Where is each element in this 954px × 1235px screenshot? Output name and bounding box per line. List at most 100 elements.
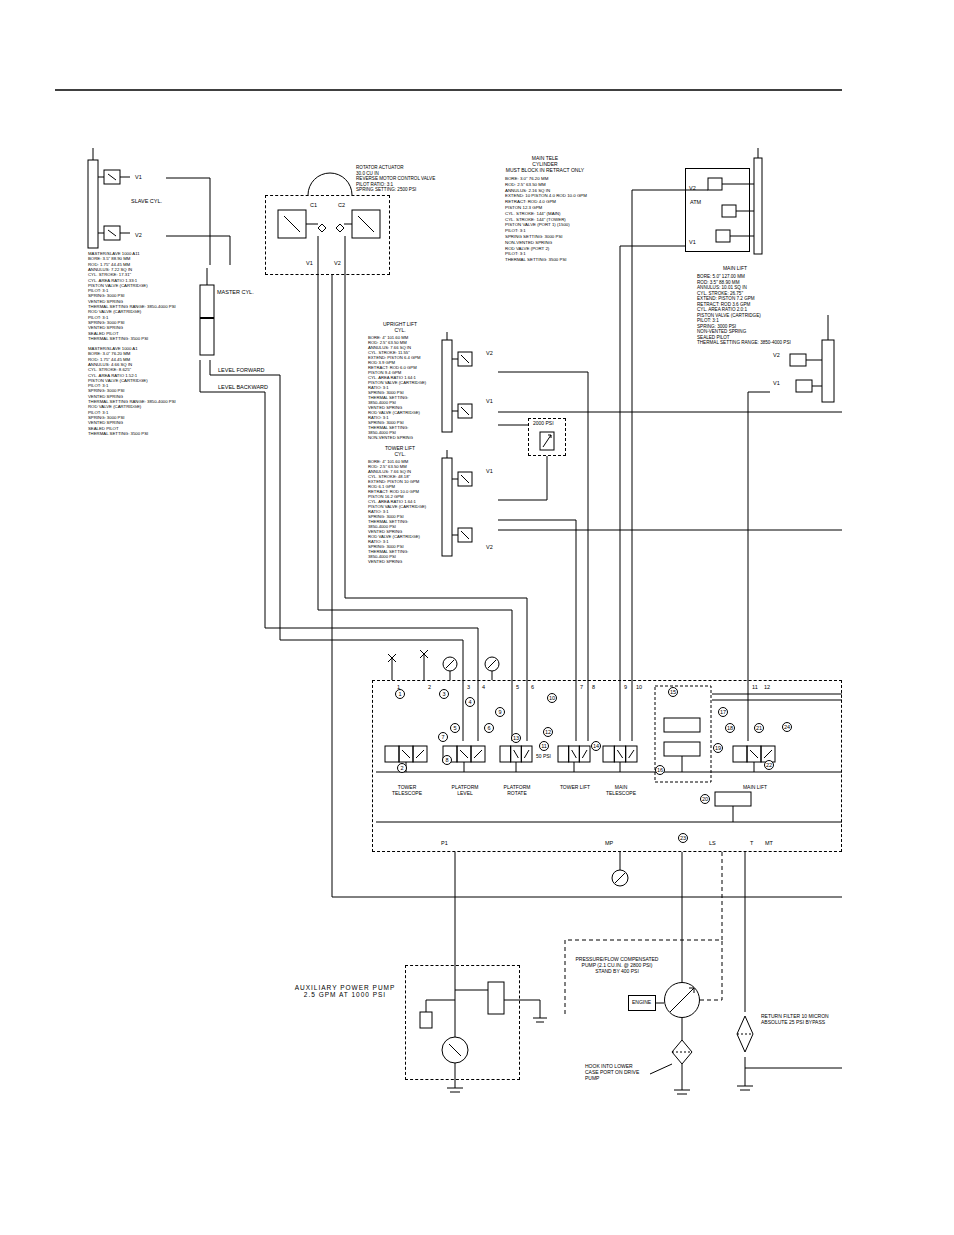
auxiliary-pump: AUXILIARY POWER PUMP 2.5 GPM AT 1000 PSI	[405, 965, 520, 1080]
valve-symbol	[402, 750, 424, 758]
node-label: 6	[531, 684, 534, 690]
node-label: MAIN TELESCOPE	[605, 785, 637, 797]
callout-number: 12	[543, 727, 553, 737]
valve-symbol	[620, 762, 621, 772]
rotator-symbol	[345, 236, 346, 275]
slave-cylinder-symbol	[98, 177, 104, 178]
slave-cylinder-symbol	[88, 160, 98, 248]
slave-cylinder-symbol	[108, 174, 116, 236]
node-label: V1	[306, 260, 313, 266]
capped-port	[388, 650, 428, 680]
valve-bank-line	[664, 742, 700, 756]
slave-cylinder-symbol	[88, 148, 130, 248]
part-title: MUST BLOCK IN RETRACT ONLY	[506, 168, 584, 174]
valve-symbol	[733, 746, 747, 762]
valve-symbol	[460, 750, 482, 758]
spec-text: MASTER/SLAVE 1000 A11	[88, 252, 140, 257]
spec-text: NON-VENTED SPRING	[368, 436, 413, 441]
spec-text: EXTEND: 10 PISTON 4.0 ROD 10.0 GPM	[505, 193, 587, 198]
line-label: LEVEL BACKWARD	[217, 384, 269, 390]
callout-number: 14	[591, 741, 601, 751]
spec-text: CYL. STROKE: 144" (MAIN)	[505, 211, 560, 216]
valve-symbol	[385, 746, 399, 762]
main-lift-cylinder-symbol	[806, 360, 822, 361]
valve-bank-line	[682, 756, 683, 772]
control-valve: TOWER TELESCOPE	[381, 741, 433, 801]
upright-lift-cylinder-symbol	[442, 340, 452, 432]
spec-text: VENTED SPRING	[88, 395, 123, 400]
valve-bank-line	[712, 694, 842, 695]
node-label: V1	[773, 380, 780, 386]
spec-text: VENTED SPRING	[368, 560, 402, 565]
part-title: MAIN TELE	[532, 156, 558, 162]
valve-symbol	[574, 762, 575, 772]
main-lift-cylinder: V2V1	[770, 348, 842, 404]
node-label: PLATFORM ROTATE	[501, 785, 533, 797]
rotator-symbol	[284, 216, 374, 232]
valve-bank-line	[376, 686, 842, 822]
return-filter-symbol	[737, 1034, 753, 1035]
node-label: V2	[135, 232, 142, 238]
spec-text: ANNULUS: 4.66 SQ IN	[88, 363, 132, 368]
control-valve: TOWER LIFT	[554, 741, 596, 801]
spec-text: SPRING: 3000 PSI	[697, 324, 736, 329]
control-valve: PLATFORM ROTATE	[496, 741, 538, 801]
slave-cylinder: V1SLAVE CYL.V2	[85, 160, 166, 250]
callout-number: 1	[395, 689, 405, 699]
valve-bank-line	[664, 718, 700, 732]
main-pump-symbol	[670, 988, 694, 1012]
spec-text: BORE: 5.0" 127.00 MM	[697, 274, 745, 279]
tower-lift-cylinder: V1V2	[440, 458, 498, 558]
rotator-symbol	[344, 224, 352, 225]
valve-bank-line	[715, 792, 751, 806]
callout-number: 23	[678, 833, 688, 843]
master-cylinder-symbol	[200, 317, 214, 319]
node-label: T	[750, 840, 753, 846]
node-label: V2	[689, 185, 696, 191]
spec-text: PILOT: 3:1	[697, 318, 719, 323]
main-tele-cylinder-symbol	[722, 205, 736, 217]
spec-text: 30.0 CU IN	[356, 171, 379, 176]
spec-text: BORE: 3.0" 76.20 MM	[505, 176, 548, 181]
rotator-symbol	[308, 173, 352, 195]
upright-lift-cylinder-symbol	[461, 355, 469, 415]
node-label: 8	[592, 684, 595, 690]
part-title: TOWER LIFT	[385, 446, 415, 452]
header-rule	[55, 90, 842, 91]
tower-lift-cylinder-symbol	[452, 479, 458, 480]
spec-text: ROD: 2.5" 63.50 MM	[505, 182, 546, 187]
spec-text: SPRING: 3000 PSI	[88, 294, 125, 299]
return-filter-symbol	[737, 1016, 753, 1052]
capped-port	[420, 650, 428, 658]
callout-number: 15	[668, 687, 678, 697]
spec-text: ROTATOR ACTUATOR	[356, 165, 404, 170]
valve-symbol	[516, 762, 517, 772]
spec-text: PILOT: 3:1	[88, 289, 108, 294]
slave-cylinder-symbol	[120, 233, 130, 234]
rotator-symbol	[306, 224, 318, 225]
callout-number: 24	[782, 722, 792, 732]
node-label: TOWER TELESCOPE	[391, 785, 423, 797]
spec-text: NON-VENTED SPRING	[697, 329, 746, 334]
auxiliary-pump-symbol	[455, 990, 488, 991]
node-label: RETURN FILTER 10 MICRON ABSOLUTE 25 PSI …	[761, 1014, 841, 1026]
spec-text: CYL. AREA RATIO 2.0:1	[697, 307, 747, 312]
capped-port	[388, 654, 396, 662]
spec-text: PISTON 12.3 GPM	[505, 205, 542, 210]
spec-text: PILOT RATIO: 3:1	[356, 182, 393, 187]
part-title: UPRIGHT LIFT	[383, 322, 417, 328]
main-pump-symbol	[682, 1018, 683, 1040]
spec-text: SPRING: 3000 PSI	[88, 389, 125, 394]
hydraulic-line	[498, 372, 588, 741]
pressure-gauge	[446, 660, 454, 668]
spec-text: ROD: 1.75" 44.45 MM	[88, 358, 130, 363]
callout-number: 6	[484, 723, 494, 733]
tower-lift-cylinder-symbol	[442, 450, 472, 556]
spec-text: PILOT: 3:1	[88, 411, 108, 416]
spec-text: SEALED PILOT	[88, 332, 119, 337]
node-label: PRESSURE/FLOW COMPENSATED PUMP (2.1 CU.I…	[573, 957, 661, 974]
node-label: MP	[605, 840, 613, 846]
spec-text: THERMAL SETTING RANGE: 3850-4000 PSI	[697, 340, 791, 345]
spec-text: ROD: 1.75" 44.45 MM	[88, 263, 130, 268]
spec-text: THERMAL SETTING: 3500 PSI	[505, 257, 567, 262]
